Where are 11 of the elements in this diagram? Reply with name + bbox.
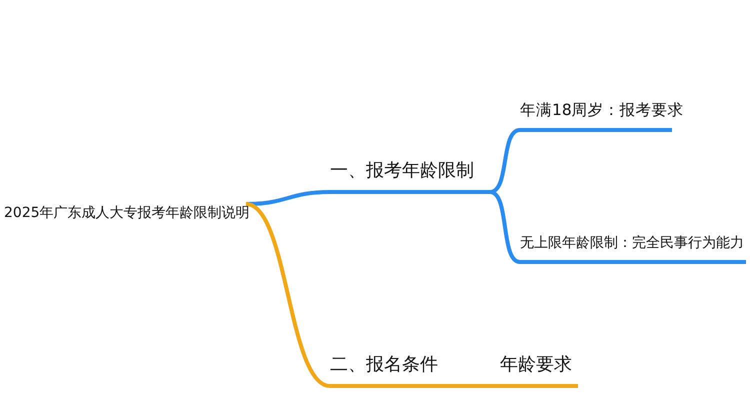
- topic-text: 2025年广东成人大专报考年龄限制说明: [4, 205, 250, 222]
- branch-line: [489, 190, 521, 264]
- branch-line: [246, 190, 330, 206]
- topic-text: 年满18周岁：报考要求: [520, 101, 684, 120]
- branch-line: [442, 384, 500, 388]
- topic-text: 一、报考年龄限制: [330, 160, 474, 182]
- topic-text: 无上限年龄限制：完全民事行为能力: [520, 235, 744, 252]
- topic-text: 年龄要求: [500, 354, 572, 376]
- branch-line: [245, 202, 331, 388]
- topic-text: 二、报名条件: [330, 354, 438, 376]
- branch-line: [489, 128, 521, 194]
